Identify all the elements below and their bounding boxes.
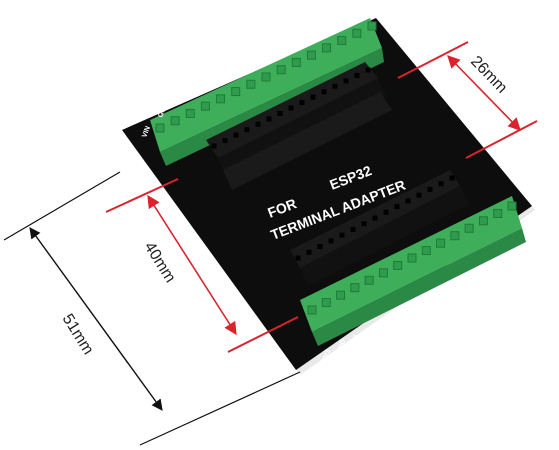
header-hole — [299, 100, 305, 106]
header-hole — [277, 110, 283, 116]
terminal-screw — [155, 123, 165, 133]
header-hole — [306, 249, 312, 255]
header-bottom-inner — [300, 186, 470, 286]
header-hole — [449, 175, 455, 181]
header-hole — [438, 181, 444, 187]
pin-label-d22: D22 — [503, 253, 514, 268]
header-hole — [295, 255, 301, 261]
terminal-screw — [337, 36, 347, 46]
pin-label-vin: VIN — [141, 125, 152, 138]
terminal-screw — [291, 57, 301, 67]
terminal-screw — [185, 108, 195, 118]
header-bottom-outer — [290, 170, 460, 268]
header-hole — [361, 221, 367, 227]
header-hole — [354, 72, 360, 78]
header-hole — [365, 67, 371, 73]
header-hole — [405, 198, 411, 204]
terminal-screw — [436, 238, 446, 248]
pin-label-rx0: RX0 — [475, 267, 486, 282]
terminal-screw — [350, 283, 360, 293]
header-hole — [288, 105, 294, 111]
terminal-screw — [261, 72, 271, 82]
terminal-screw — [200, 101, 210, 111]
pin-label-d23: D23 — [517, 246, 528, 261]
terminal-screw — [393, 260, 403, 270]
terminal-screw — [307, 305, 317, 315]
pin-label-tx2: TX2 — [405, 304, 416, 319]
terminal-screw — [352, 28, 362, 38]
terminal-screw — [464, 223, 474, 233]
terminal-screw — [216, 94, 226, 104]
header-hole — [211, 143, 217, 149]
terminal-screw — [407, 253, 417, 263]
header-hole — [427, 186, 433, 192]
header-hole — [310, 94, 316, 100]
terminal-screw — [321, 298, 331, 308]
pin-label-d5: D5 — [419, 301, 429, 312]
header-hole — [383, 209, 389, 215]
header-hole — [317, 244, 323, 250]
terminal-screw — [306, 50, 316, 60]
terminal-screw — [322, 43, 332, 53]
header-hole — [255, 121, 261, 127]
pin-label-d15: D15 — [349, 334, 360, 349]
terminal-screw — [364, 275, 374, 285]
terminal-screw — [478, 216, 488, 226]
terminal-block-bottom — [300, 196, 526, 346]
header-hole — [244, 127, 250, 133]
pin-label-tx0: TX0 — [489, 261, 500, 276]
header-hole — [416, 192, 422, 198]
pin-label-d2: D2 — [363, 330, 373, 341]
terminal-screw — [170, 116, 180, 126]
header-hole — [332, 83, 338, 89]
terminal-screw — [507, 201, 517, 211]
terminal-screw — [336, 290, 346, 300]
dimension-51mm-label: 51mm — [59, 311, 97, 358]
header-hole — [394, 204, 400, 210]
pin-label-3v3: 3V3 — [321, 348, 332, 362]
pin-label-d4: D4 — [377, 323, 387, 334]
header-hole — [233, 132, 239, 138]
pin-label-rx2: RX2 — [391, 311, 402, 326]
header-hole — [339, 232, 345, 238]
terminal-screw — [450, 231, 460, 241]
dimension-26mm-label: 26mm — [467, 53, 510, 97]
pin-label-d21: D21 — [461, 275, 472, 290]
pin-label-d19: D19 — [447, 283, 458, 298]
header-hole — [321, 89, 327, 95]
terminal-screw — [378, 268, 388, 278]
header-top-inner — [223, 92, 392, 190]
terminal-screw — [493, 208, 503, 218]
terminal-screw — [246, 79, 256, 89]
dimension-40mm-label: 40mm — [141, 239, 179, 286]
header-hole — [222, 138, 228, 144]
header-hole — [328, 238, 334, 244]
pin-label-d18: D18 — [433, 290, 444, 305]
header-hole — [266, 116, 272, 122]
terminal-screw — [367, 21, 377, 31]
terminal-screw — [231, 87, 241, 97]
terminal-screw — [276, 65, 286, 75]
header-hole — [350, 226, 356, 232]
header-hole — [372, 215, 378, 221]
terminal-screw — [421, 246, 431, 256]
header-hole — [343, 78, 349, 84]
